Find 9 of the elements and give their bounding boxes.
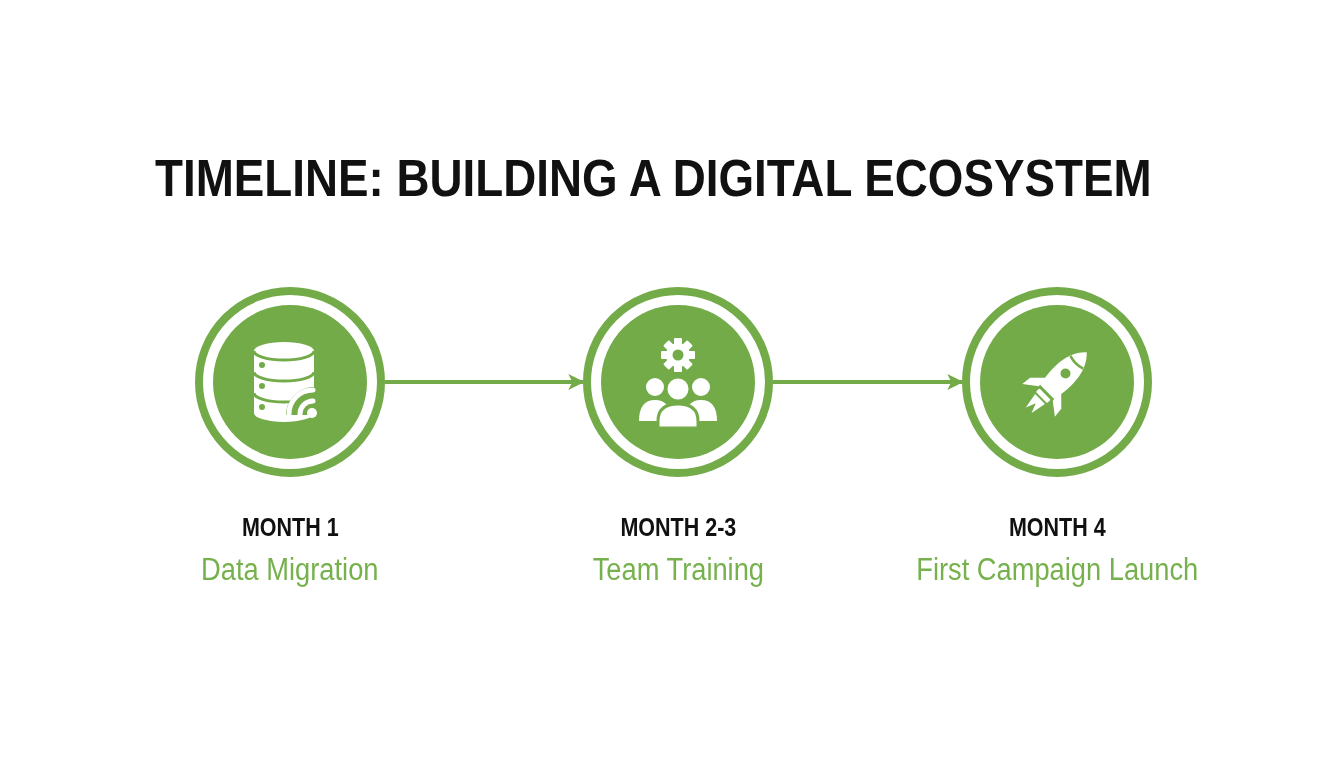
step-period: MONTH 4 [1008,512,1106,542]
step-title: Data Migration [201,552,379,588]
arrow [385,374,585,390]
step-period: MONTH 1 [241,512,339,542]
step-title: Team Training [592,552,764,588]
step-title: First Campaign Launch [915,552,1198,588]
step-period: MONTH 2-3 [619,512,736,542]
title: TIMELINE: BUILDING A DIGITAL ECOSYSTEM [155,148,1152,208]
arrow [773,374,964,390]
